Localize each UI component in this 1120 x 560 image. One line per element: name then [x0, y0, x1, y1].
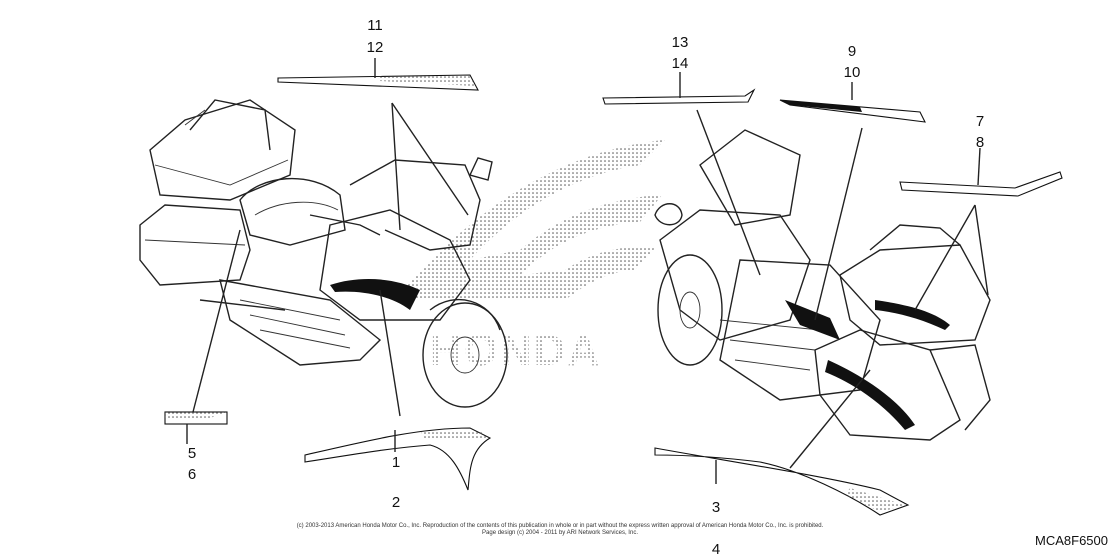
callout-14: 14 [672, 55, 689, 72]
honda-watermark-text: HONDA [430, 326, 601, 375]
stripe-decal-11-12 [277, 74, 479, 91]
stripe-decal-7-8 [899, 171, 1063, 197]
leader-lines [186, 58, 989, 484]
callout-7: 7 [976, 113, 984, 130]
callout-2: 2 [392, 494, 400, 511]
callout-11: 11 [367, 17, 383, 34]
callout-12: 12 [367, 39, 384, 56]
callout-9: 9 [848, 43, 856, 60]
callout-8: 8 [976, 134, 984, 151]
copyright-line: (c) 2003-2013 American Honda Motor Co., … [296, 523, 824, 529]
diagram-code: MCA8F6500 [1035, 533, 1108, 548]
motorcycle-right-view-icon [654, 129, 991, 441]
motorcycle-left-view-icon [139, 99, 508, 408]
honda-wing-logo-icon: HONDA [395, 140, 665, 375]
callout-5: 5 [188, 445, 196, 462]
callouts: 11 12 13 14 9 10 7 8 5 6 1 2 3 4 [188, 17, 984, 558]
stripe-decal-9-10 [779, 99, 926, 123]
callout-3: 3 [712, 499, 720, 516]
callout-4: 4 [712, 541, 720, 558]
callout-1: 1 [392, 454, 400, 471]
stripe-decal-1-2 [304, 427, 492, 491]
callout-6: 6 [188, 466, 196, 483]
callout-13: 13 [672, 34, 689, 51]
callout-10: 10 [844, 64, 861, 81]
stripe-decal-5-6 [164, 411, 228, 425]
stripe-decal-13-14 [602, 88, 756, 105]
page-design-line: Page design (c) 2004 - 2011 by ARI Netwo… [482, 530, 638, 536]
copyright-footer: (c) 2003-2013 American Honda Motor Co., … [0, 523, 1120, 537]
stripe-decal-3-4 [654, 447, 910, 516]
